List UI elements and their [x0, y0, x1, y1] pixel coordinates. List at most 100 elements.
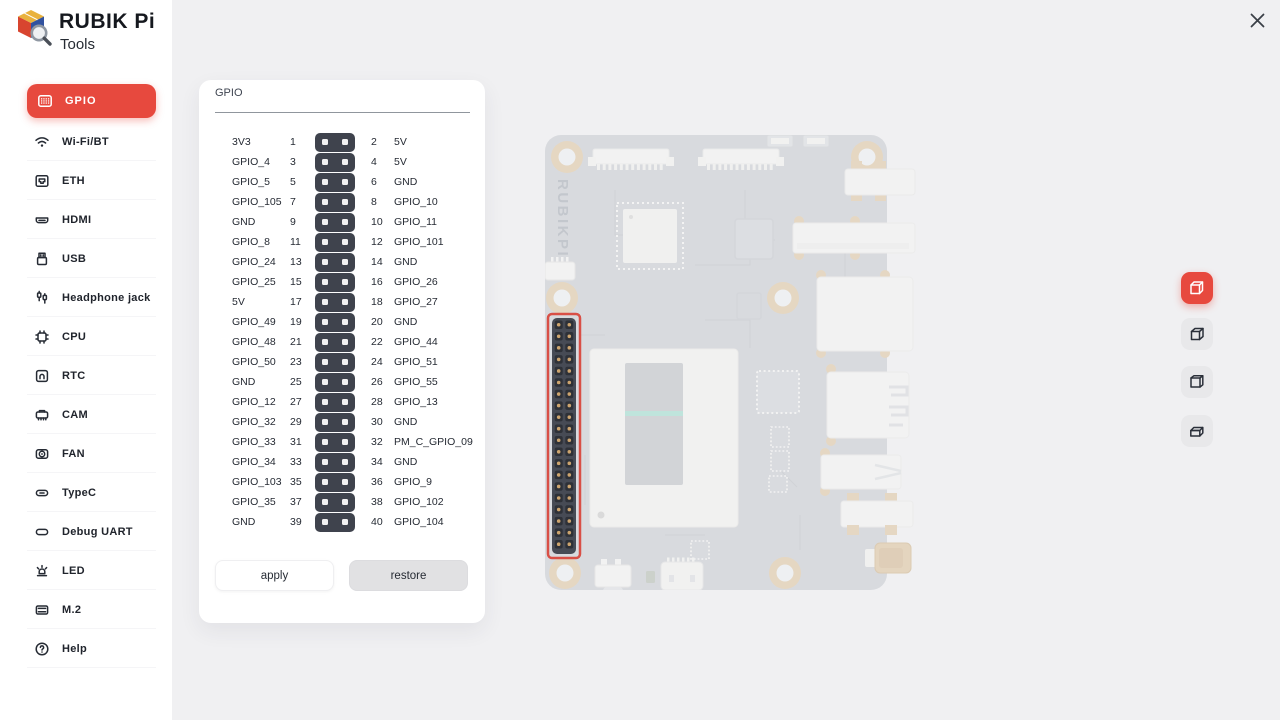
sidebar-item-wifi[interactable]: Wi-Fi/BT	[27, 123, 156, 161]
panel-title: GPIO	[215, 87, 243, 99]
apply-button[interactable]: apply	[215, 560, 334, 591]
pin-right-number: 12	[371, 236, 383, 248]
view-cube-top-button[interactable]	[1181, 318, 1213, 350]
sidebar-item-fan[interactable]: FAN	[27, 435, 156, 473]
pin-left-number: 19	[290, 316, 302, 328]
pin-right-number: 14	[371, 256, 383, 268]
sidebar-item-m2[interactable]: M.2	[27, 591, 156, 629]
pin-connector-graphic	[315, 472, 355, 492]
pin-right-label: GPIO_44	[394, 336, 438, 348]
sidebar-item-rtc[interactable]: RTC	[27, 357, 156, 395]
soc-chip	[589, 348, 739, 528]
sidebar-item-cpu[interactable]: CPU	[27, 318, 156, 356]
pin-right-label: GPIO_27	[394, 296, 438, 308]
sidebar-item-cam[interactable]: CAM	[27, 396, 156, 434]
sidebar-item-gpio[interactable]: GPIO	[27, 84, 156, 118]
close-button[interactable]	[1246, 9, 1268, 31]
usb-icon	[34, 251, 50, 267]
sidebar-item-uart[interactable]: Debug UART	[27, 513, 156, 551]
pin-right-label: GPIO_101	[394, 236, 444, 248]
gpio-grid-icon	[37, 93, 53, 109]
pin-left-number: 21	[290, 336, 302, 348]
cpu-icon	[34, 329, 50, 345]
pin-right-label: GPIO_13	[394, 396, 438, 408]
sidebar-item-led[interactable]: LED	[27, 552, 156, 590]
pin-right-number: 34	[371, 456, 383, 468]
gpio-header-pins	[554, 320, 574, 549]
pin-left-number: 35	[290, 476, 302, 488]
pin-left-number: 39	[290, 516, 302, 528]
pin-left-label: GPIO_4	[232, 156, 270, 168]
pin-connector-graphic	[315, 452, 355, 472]
view-cube-front-icon	[1188, 279, 1206, 297]
sidebar-item-usb[interactable]: USB	[27, 240, 156, 278]
sidebar-item-label: M.2	[62, 603, 82, 616]
fan-icon	[34, 446, 50, 462]
pin-left-number: 15	[290, 276, 302, 288]
view-cube-side-button[interactable]	[1181, 366, 1213, 398]
pin-left-number: 27	[290, 396, 302, 408]
pin-connector-graphic	[315, 312, 355, 332]
hdmi-icon	[34, 212, 50, 228]
pin-left-number: 3	[290, 156, 296, 168]
pin-right-label: 5V	[394, 156, 407, 168]
app-logo	[14, 7, 54, 47]
pin-connector-graphic	[315, 512, 355, 532]
sidebar-item-headphone[interactable]: Headphone jack	[27, 279, 156, 317]
pin-right-label: GND	[394, 416, 418, 428]
pin-connector-graphic	[315, 412, 355, 432]
view-cube-front-button[interactable]	[1181, 272, 1213, 304]
sidebar-item-eth[interactable]: ETH	[27, 162, 156, 200]
pin-right-number: 6	[371, 176, 377, 188]
sidebar-item-hdmi[interactable]: HDMI	[27, 201, 156, 239]
pin-right-number: 24	[371, 356, 383, 368]
sidebar-item-typec[interactable]: TypeC	[27, 474, 156, 512]
pin-left-number: 29	[290, 416, 302, 428]
pin-left-label: GPIO_12	[232, 396, 276, 408]
board-silkscreen: RUBIKPI	[554, 179, 571, 258]
wifi-chip	[616, 202, 684, 270]
close-icon	[1250, 13, 1264, 27]
pin-connector-graphic	[315, 352, 355, 372]
sidebar-item-label: FAN	[62, 447, 85, 460]
sidebar-item-label: CPU	[62, 330, 87, 343]
pin-right-number: 38	[371, 496, 383, 508]
debug-uart-icon	[34, 524, 50, 540]
restore-button[interactable]: restore	[349, 560, 468, 591]
board-image: RUBIKPI	[545, 135, 916, 590]
sidebar-item-label: Wi-Fi/BT	[62, 135, 109, 148]
help-icon	[34, 641, 50, 657]
pin-connector-graphic	[315, 152, 355, 172]
pin-left-label: GPIO_34	[232, 456, 276, 468]
rtc-icon	[34, 368, 50, 384]
sidebar-item-label: TypeC	[62, 486, 97, 499]
pin-right-label: PM_C_GPIO_09	[394, 436, 473, 448]
pin-left-label: GPIO_33	[232, 436, 276, 448]
pin-left-label: GPIO_35	[232, 496, 276, 508]
pin-right-label: GND	[394, 176, 418, 188]
app-subtitle: Tools	[60, 36, 96, 53]
pin-left-label: GPIO_49	[232, 316, 276, 328]
sidebar-item-help[interactable]: Help	[27, 630, 156, 668]
top-edge-connectors	[766, 135, 830, 148]
pin-left-number: 11	[290, 236, 301, 248]
view-flat-box-button[interactable]	[1181, 415, 1213, 447]
pin-left-label: GPIO_32	[232, 416, 276, 428]
pin-left-label: GPIO_103	[232, 476, 282, 488]
pin-right-label: GND	[394, 456, 418, 468]
wifi-icon	[34, 134, 50, 150]
pin-left-number: 5	[290, 176, 296, 188]
pin-connector-graphic	[315, 372, 355, 392]
sidebar-item-label: HDMI	[62, 213, 92, 226]
pin-right-label: GND	[394, 316, 418, 328]
